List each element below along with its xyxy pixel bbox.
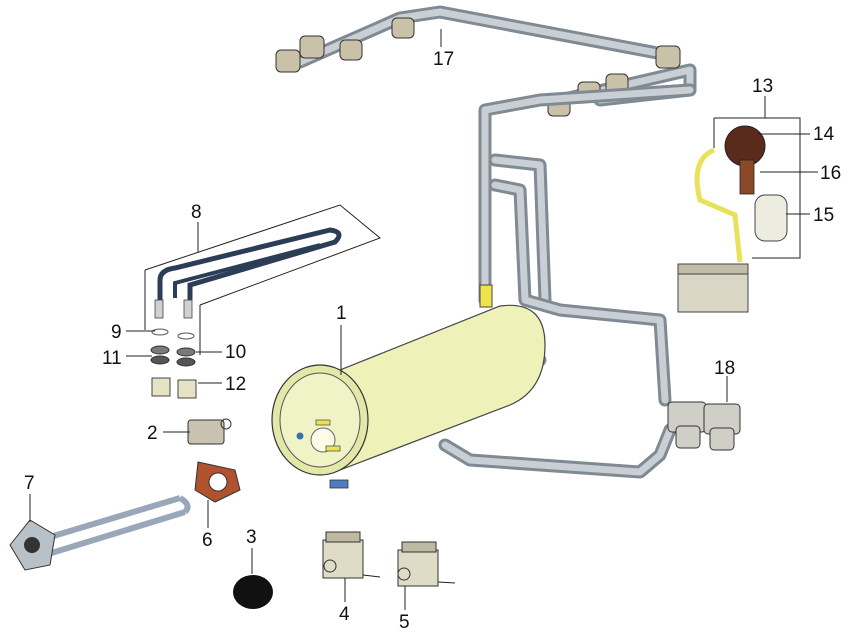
label-5: 5 xyxy=(399,612,410,633)
switch-4 xyxy=(322,531,381,579)
rubber-cap xyxy=(233,575,273,609)
vertical-pipes xyxy=(478,83,697,407)
label-15: 15 xyxy=(813,205,835,226)
label-6: 6 xyxy=(202,530,213,551)
label-4: 4 xyxy=(339,604,350,625)
flange-heating-element xyxy=(9,495,191,571)
label-2: 2 xyxy=(147,423,158,444)
solenoid-valve-assembly xyxy=(667,401,741,451)
switch-5 xyxy=(397,541,456,587)
label-3: 3 xyxy=(246,527,257,548)
label-9: 9 xyxy=(111,322,122,343)
label-10: 10 xyxy=(225,342,247,363)
drain-pipe xyxy=(438,423,677,479)
heating-element-kit xyxy=(144,204,381,399)
top-distribution-pipe xyxy=(275,5,697,117)
label-18: 18 xyxy=(714,358,736,379)
pump-group xyxy=(677,117,801,313)
label-13: 13 xyxy=(752,76,774,97)
boiler-tank xyxy=(271,304,546,489)
label-17: 17 xyxy=(433,49,455,70)
thermostat xyxy=(187,418,232,445)
label-8: 8 xyxy=(191,202,202,223)
label-16: 16 xyxy=(820,163,842,184)
label-12: 12 xyxy=(225,374,247,395)
leader-lines xyxy=(29,29,818,610)
label-7: 7 xyxy=(24,473,35,494)
label-14: 14 xyxy=(813,124,835,145)
label-1: 1 xyxy=(336,303,347,324)
flange-gasket xyxy=(194,461,241,503)
label-11: 11 xyxy=(102,348,122,369)
